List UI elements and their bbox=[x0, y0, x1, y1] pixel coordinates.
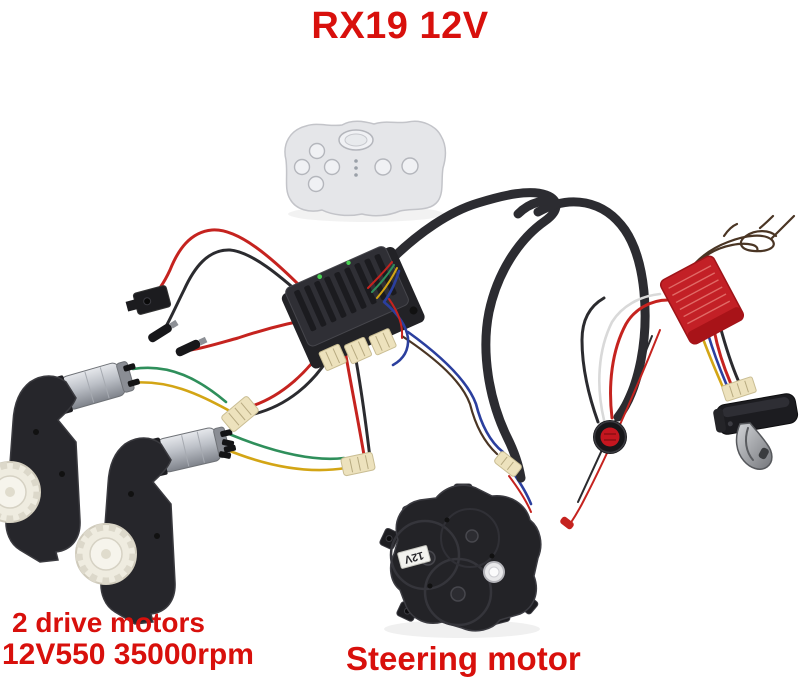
hub-boss bbox=[465, 529, 479, 543]
screw bbox=[154, 533, 160, 539]
steering-motor: 12V bbox=[379, 483, 542, 632]
remote-button-b bbox=[401, 157, 419, 175]
module-sockets bbox=[318, 328, 397, 371]
inline-connector-steering bbox=[494, 451, 522, 477]
drive-motors-label-line2: 12V550 35000rpm bbox=[2, 638, 254, 672]
module-wire-fan bbox=[367, 261, 410, 367]
voltage-sticker-text: 12V bbox=[402, 549, 425, 566]
remote-button-down bbox=[307, 175, 325, 193]
bullet-connector-motor1 bbox=[221, 396, 259, 432]
remote-led-dot bbox=[354, 166, 358, 170]
gear-ridge bbox=[440, 508, 500, 568]
power-switch-rocker bbox=[600, 427, 620, 447]
screw bbox=[409, 306, 418, 315]
steering-motor-label: Steering motor bbox=[346, 640, 581, 677]
status-led bbox=[317, 274, 323, 280]
output-bushing-bore bbox=[488, 566, 500, 578]
page-title: RX19 12V bbox=[311, 5, 489, 47]
red-module bbox=[659, 255, 745, 345]
screw bbox=[59, 471, 65, 477]
rib-texture bbox=[668, 265, 731, 325]
steering-shadow bbox=[384, 620, 540, 638]
screw bbox=[444, 517, 450, 523]
remote-button-up bbox=[308, 142, 326, 160]
voltage-sticker: 12V bbox=[397, 545, 431, 569]
remote-led-dot bbox=[354, 173, 358, 177]
hub-boss bbox=[450, 586, 466, 602]
charge-port-connector bbox=[125, 285, 172, 315]
remote-top-oval-inner bbox=[344, 133, 368, 147]
remote-control bbox=[284, 120, 447, 217]
status-led bbox=[346, 260, 351, 265]
terminal-cap bbox=[218, 451, 232, 459]
shifter-base bbox=[713, 393, 799, 435]
drive-motor-1 bbox=[0, 354, 144, 563]
shifter-connector bbox=[721, 376, 757, 402]
remote-led-dot bbox=[354, 159, 358, 163]
red-bullet-connector bbox=[560, 516, 574, 530]
drive-motors-label-line1: 2 drive motors bbox=[12, 607, 205, 638]
remote-button-right bbox=[323, 158, 341, 176]
screw bbox=[489, 553, 495, 559]
screw bbox=[427, 583, 433, 589]
gear-shift-lever bbox=[713, 376, 799, 470]
drive-motors-label: 2 drive motors 12V550 35000rpm bbox=[2, 607, 254, 672]
spade-terminal bbox=[175, 336, 208, 357]
spade-terminal bbox=[148, 319, 179, 343]
screw bbox=[128, 491, 134, 497]
receiver-control-module bbox=[281, 246, 425, 371]
output-gear bbox=[76, 524, 136, 584]
red-module-base bbox=[687, 307, 744, 345]
screw bbox=[33, 429, 39, 435]
shifter-thumb-button bbox=[758, 447, 769, 460]
remote-button-a bbox=[374, 158, 392, 176]
remote-button-left bbox=[293, 158, 311, 176]
shifter-handle bbox=[735, 422, 773, 470]
gear-ridge bbox=[423, 557, 493, 627]
terminal-cap bbox=[221, 439, 235, 447]
bullet-connector-motor2 bbox=[340, 451, 376, 477]
power-switch bbox=[593, 420, 627, 454]
drive-motor-2 bbox=[76, 420, 239, 625]
remote-body bbox=[284, 120, 447, 217]
vent-slots bbox=[294, 254, 397, 332]
wiring-harness bbox=[127, 188, 796, 530]
